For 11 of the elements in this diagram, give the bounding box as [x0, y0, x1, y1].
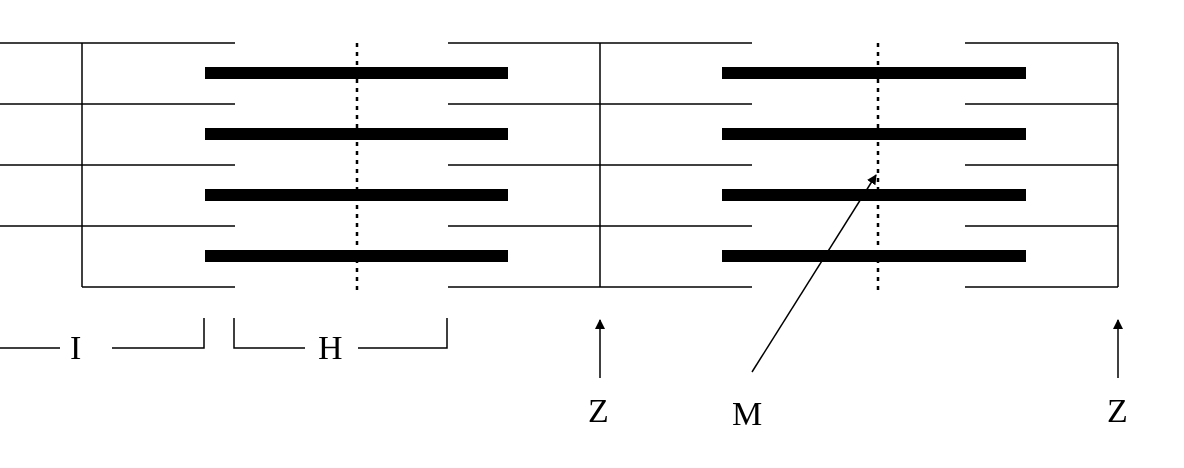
h-zone-label: H: [318, 331, 343, 365]
m-label: M: [732, 397, 763, 431]
m-line: [876, 43, 880, 290]
leader-line: [1113, 319, 1123, 379]
z-line: [599, 42, 601, 288]
i-band-label: I: [70, 331, 82, 365]
z-line: [1117, 42, 1119, 288]
leader-line: [595, 319, 605, 379]
z-label: Z: [1107, 394, 1128, 428]
z-label: Z: [588, 394, 609, 428]
leader-line: [751, 174, 877, 373]
